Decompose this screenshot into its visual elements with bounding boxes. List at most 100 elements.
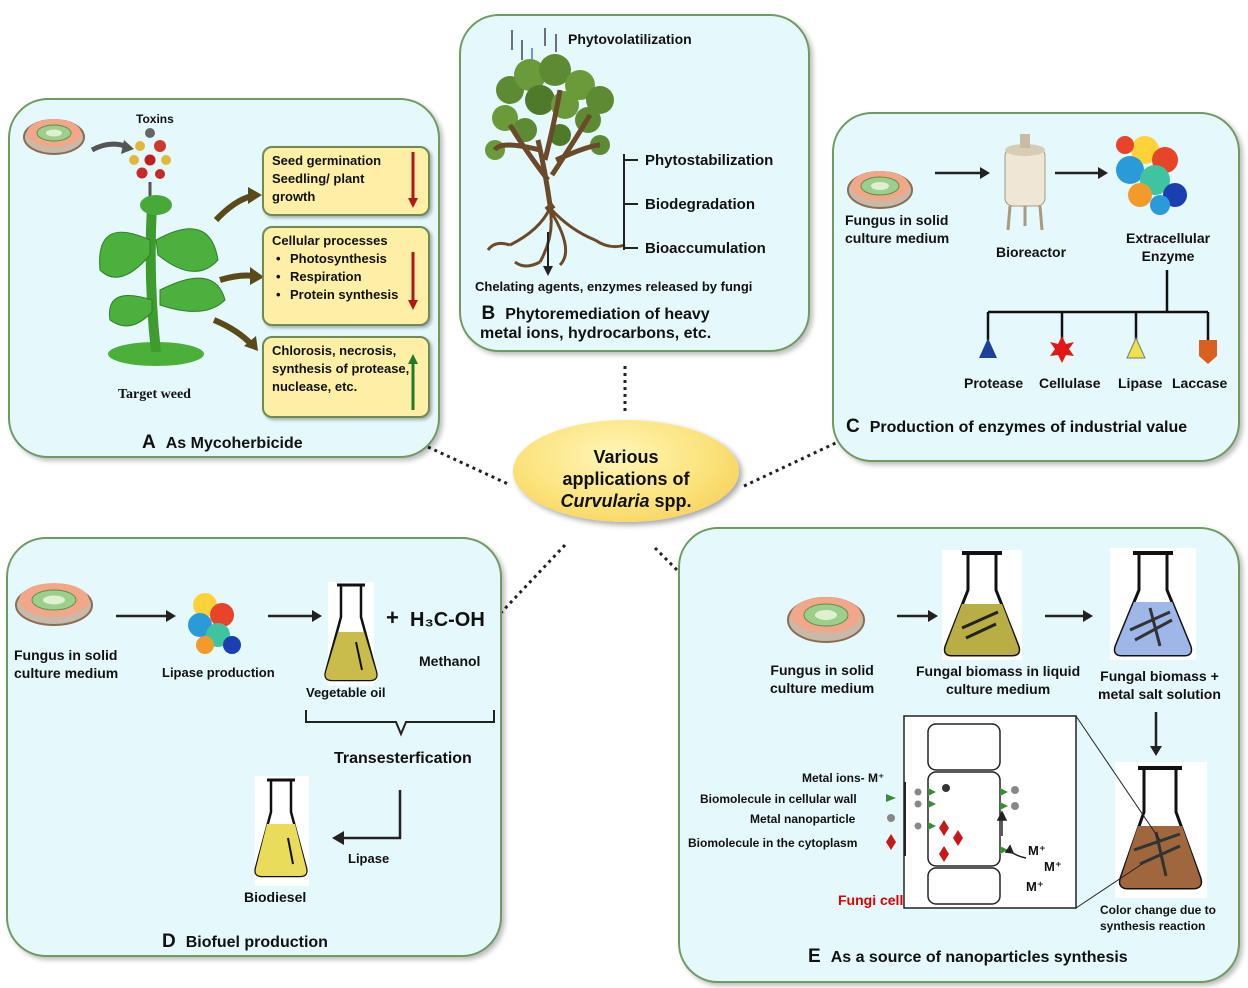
fungus-label: Fungus in solid culture medium: [845, 211, 949, 247]
legend-nanoparticle: Metal nanoparticle: [750, 812, 856, 826]
box-cellular-processes: Cellular processes Photosynthesis Respir…: [262, 226, 430, 326]
cellulase-icon: [1050, 336, 1074, 363]
box1-line: growth: [272, 189, 316, 204]
bracket-icon: [623, 154, 638, 250]
flask-biodiesel-icon: [254, 776, 309, 886]
spp-label: spp.: [649, 491, 692, 511]
legend-cytoplasm-biomolecule: Biomolecule in the cytoplasm: [688, 836, 858, 850]
lipase-protein-icon: [188, 593, 241, 654]
arrow-icon: [342, 790, 402, 840]
bioreactor-icon: [1004, 134, 1046, 231]
enzyme-line: Enzyme: [1141, 248, 1195, 264]
legend-diamond-icon: [886, 834, 896, 850]
fungus-line: culture medium: [14, 665, 119, 681]
transesterfication-label: Transesterfication: [334, 750, 472, 767]
target-weed-label: Target weed: [118, 387, 191, 402]
down-arrow-icon: [408, 152, 418, 208]
fungus-line: culture medium: [845, 230, 950, 246]
vegetable-oil-label: Vegetable oil: [306, 685, 386, 700]
petri-dish-icon: [15, 583, 93, 626]
bioaccumulation-label: Bioaccumulation: [645, 240, 766, 257]
color-change-line: Color change due to: [1100, 903, 1217, 917]
legend-wall-biomolecule: Biomolecule in cellular wall: [700, 792, 857, 806]
metal-ion-label: M⁺: [1026, 879, 1044, 894]
metal-ion-label: M⁺: [1044, 859, 1062, 874]
bioreactor-label: Bioreactor: [996, 244, 1067, 260]
biodegradation-label: Biodegradation: [645, 196, 756, 213]
nanoparticle-icon: [914, 786, 1019, 830]
lipase-label: Lipase: [1118, 375, 1163, 391]
zoom-lines: [1075, 715, 1161, 909]
center-line-1: Various: [593, 447, 659, 467]
center-ellipse: Various applications of Curvularia spp.: [513, 420, 739, 522]
plus-label: +: [386, 605, 399, 630]
caption-letter: B: [481, 303, 496, 324]
weed-plant-icon: [99, 195, 226, 366]
flask-metal-salt-icon: [1110, 548, 1196, 660]
flask-vegetable-oil-icon: [324, 582, 378, 686]
phytostabilization-label: Phytostabilization: [645, 152, 774, 169]
biomass-liquid-label: Fungal biomass in liquid culture medium: [916, 662, 1080, 698]
arrow-icon: [1150, 712, 1162, 756]
list-item: Protein synthesis: [276, 286, 420, 304]
box1-line: Seedling/ plant: [272, 171, 365, 186]
box2-title: Cellular processes: [272, 233, 388, 248]
toxin-dots-icon: [129, 128, 171, 179]
center-line-3: Curvularia spp.: [513, 490, 739, 512]
color-change-line: synthesis reaction: [1100, 919, 1206, 933]
genus-name: Curvularia: [560, 491, 650, 511]
box3-line: Chlorosis, necrosis,: [272, 343, 397, 358]
arrow-icon: [897, 610, 938, 622]
box2-list: Photosynthesis Respiration Protein synth…: [272, 250, 420, 304]
lipase-icon: [1126, 336, 1146, 359]
legend-triangle-icon: [886, 794, 896, 802]
arrow-icon: [268, 610, 322, 622]
petri-dish-icon: [23, 119, 85, 155]
tree-bracket: [986, 270, 1210, 340]
fungus-line: Fungus in solid: [770, 662, 874, 678]
arrow-icon: [1055, 167, 1108, 179]
lipase-production-label: Lipase production: [162, 665, 275, 680]
list-item: Respiration: [276, 268, 420, 286]
chelating-agents-label: Chelating agents, enzymes released by fu…: [475, 279, 753, 294]
box-seed-germination: Seed germination Seedling/ plant growth: [262, 146, 430, 216]
fungus-line: Fungus in solid: [845, 212, 949, 228]
fungus-label: Fungus in solid culture medium: [770, 661, 874, 697]
caption-text: metal ions, hydrocarbons, etc.: [480, 325, 712, 342]
biomass-line: Fungal biomass +: [1100, 668, 1219, 684]
tree-icon: [485, 54, 626, 268]
caption-letter: D: [162, 931, 176, 952]
list-item: Photosynthesis: [276, 250, 420, 268]
biomass-line: metal salt solution: [1098, 686, 1221, 702]
arrow-icon: [543, 232, 553, 276]
toxins-label: Toxins: [136, 112, 174, 126]
caption-text: Phytoremediation of heavy: [505, 306, 710, 323]
box1-line: Seed germination: [272, 153, 382, 168]
down-arrow-icon: [408, 252, 418, 310]
flask-liquid-biomass-icon: [942, 550, 1022, 660]
petri-dish-icon: [787, 597, 865, 643]
up-arrow-icon: [408, 354, 418, 410]
methanol-label: Methanol: [419, 653, 481, 669]
petri-dish-icon: [847, 171, 913, 209]
laccase-label: Laccase: [1172, 375, 1228, 391]
caption-text: As a source of nanoparticles synthesis: [830, 949, 1128, 966]
extracellular-enzyme-label: Extracellular Enzyme: [1126, 229, 1210, 265]
cytoplasm-biomolecule-icon: [939, 820, 963, 862]
arrow-icon: [212, 187, 264, 351]
center-line-2: applications of: [562, 469, 690, 489]
caption-text: As Mycoherbicide: [165, 435, 303, 452]
box3-line: nuclease, etc.: [272, 379, 358, 394]
arrow-icon: [935, 167, 990, 179]
biodiesel-label: Biodiesel: [244, 889, 307, 905]
biomolecule-wall-icon: [928, 788, 1008, 854]
caption-letter: E: [808, 946, 821, 967]
lipase-label: Lipase: [348, 851, 390, 866]
